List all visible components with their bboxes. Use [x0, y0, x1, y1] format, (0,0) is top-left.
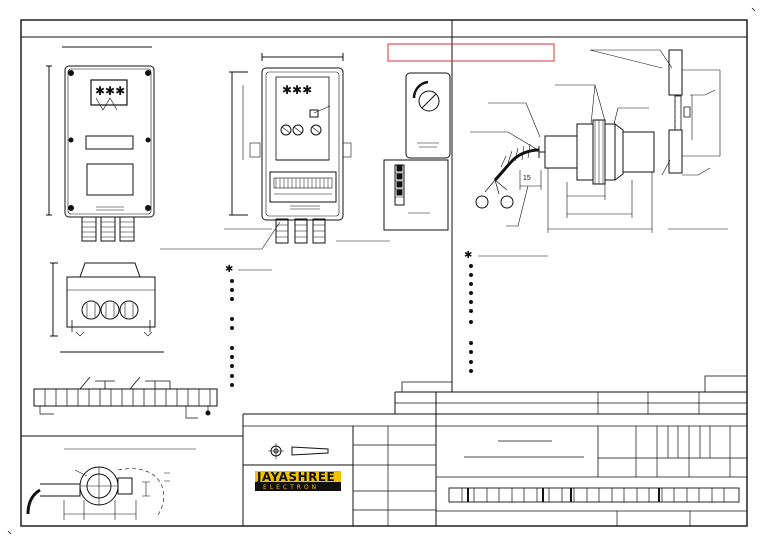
- svg-text:✱: ✱: [464, 250, 472, 261]
- brand-logo-subtitle: ELECTRON: [263, 484, 319, 491]
- notes-left: ✱: [225, 264, 234, 387]
- bottom-left-section-view: [21, 435, 243, 520]
- terminal-strip: [33, 376, 218, 419]
- notes-right: ✱: [464, 250, 473, 373]
- side-view-enclosure: [50, 262, 164, 353]
- svg-text:✱✱✱: ✱✱✱: [282, 83, 312, 97]
- brand-logo: [255, 471, 341, 491]
- title-block: [242, 375, 748, 526]
- highlight-title-box: [387, 43, 555, 62]
- corner-mark-bottom-left: [7, 530, 12, 535]
- outer-border: [20, 19, 748, 527]
- proximity-sensor-drawing: [470, 49, 728, 233]
- corner-mark-top-right: [751, 7, 756, 12]
- dimension-label-cable-offset: 15: [523, 175, 531, 182]
- svg-text:✱: ✱: [225, 264, 233, 275]
- internal-view-enclosure: ✱✱✱: [160, 53, 390, 250]
- brand-logo-word: JAYASHREE: [256, 470, 335, 484]
- terminal-block-component: [383, 159, 449, 231]
- front-view-enclosure: ✱✱✱: [46, 46, 155, 242]
- svg-text:✱✱✱: ✱✱✱: [95, 84, 125, 98]
- dial-component: [405, 72, 451, 159]
- first-angle-projection-icon: [268, 443, 329, 459]
